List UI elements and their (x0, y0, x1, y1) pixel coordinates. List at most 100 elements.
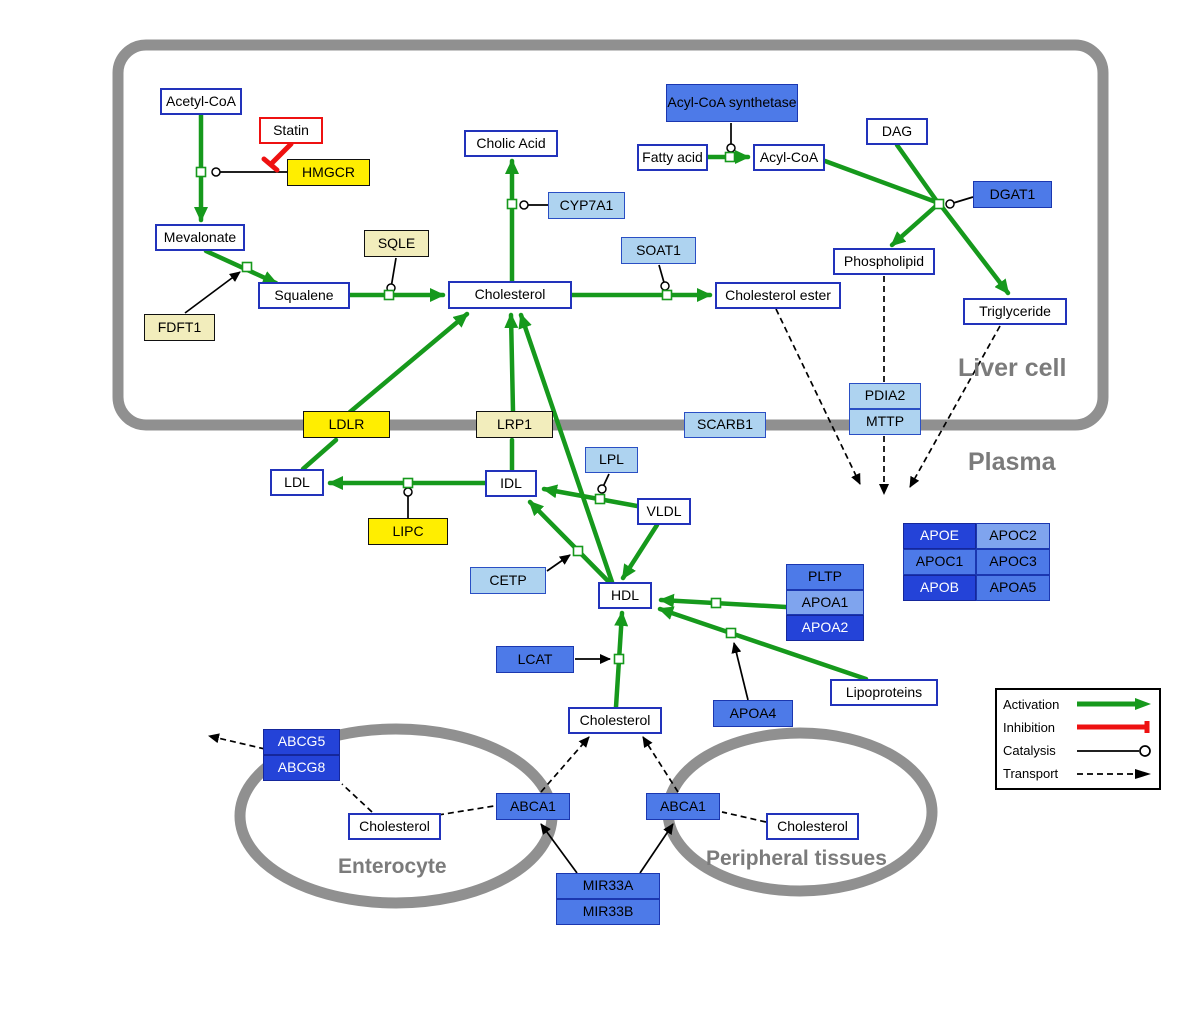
enterocyte-label: Enterocyte (338, 855, 447, 878)
transport-arrow-icon (1077, 768, 1151, 779)
catalysis-lpl (597, 473, 610, 494)
node-lipoproteins[interactable]: Lipoproteins (830, 679, 938, 706)
node-apoe[interactable]: APOE (903, 523, 976, 549)
node-apoa1[interactable]: APOA1 (786, 590, 864, 615)
transport-cholesterol-to-abca1-left (437, 805, 495, 816)
node-pdia2[interactable]: PDIA2 (849, 383, 921, 409)
node-ldl[interactable]: LDL (270, 469, 324, 496)
node-idl[interactable]: IDL (485, 470, 537, 497)
node-abca1-peripheral[interactable]: ABCA1 (646, 793, 720, 820)
node-cholesterol-ester[interactable]: Cholesterol ester (715, 282, 841, 309)
catalysis-edges (184, 123, 974, 874)
node-cetp[interactable]: CETP (470, 567, 546, 594)
activation-mevalonate-squalene (203, 248, 279, 286)
node-apoc1[interactable]: APOC1 (903, 549, 976, 575)
catalysis-cetp (546, 554, 571, 572)
node-scarb1[interactable]: SCARB1 (684, 412, 766, 438)
activation-hdl-idl-cetp (527, 499, 611, 584)
regulation-mir33-abca1-right (639, 823, 674, 874)
node-cyp7a1[interactable]: CYP7A1 (548, 192, 625, 219)
node-hmgcr[interactable]: HMGCR (287, 159, 370, 186)
node-cholesterol-liver[interactable]: Cholesterol (448, 281, 572, 309)
activation-dgatnode-phospholipid (889, 203, 939, 248)
node-acyl-coa[interactable]: Acyl-CoA (753, 144, 825, 171)
node-lipc[interactable]: LIPC (368, 518, 448, 545)
node-lrp1[interactable]: LRP1 (476, 411, 553, 438)
node-acetyl-coa[interactable]: Acetyl-CoA (160, 88, 242, 115)
node-fatty-acid[interactable]: Fatty acid (637, 144, 708, 171)
node-hdl[interactable]: HDL (598, 582, 652, 609)
node-mevalonate[interactable]: Mevalonate (155, 224, 245, 251)
transport-edges (208, 276, 1001, 823)
node-apoa5[interactable]: APOA5 (976, 575, 1050, 601)
node-abcg8[interactable]: ABCG8 (263, 755, 340, 781)
node-triglyceride[interactable]: Triglyceride (963, 298, 1067, 325)
activation-hdl-cholesterol (518, 312, 615, 585)
node-phospholipid[interactable]: Phospholipid (833, 248, 935, 275)
node-sqle[interactable]: SQLE (364, 230, 429, 257)
legend-activation-label: Activation (1003, 696, 1060, 712)
node-acyl-coa-synthetase[interactable]: Acyl-CoA synthetase (666, 84, 798, 122)
transport-abcg5-out (208, 733, 266, 750)
liver-cell-membrane (112, 39, 1109, 431)
activation-ldl-ldlr (300, 437, 339, 472)
legend: Activation Inhibition Catalysis Transpor… (995, 688, 1161, 790)
legend-inhibition-row: Inhibition (1003, 717, 1153, 737)
activation-lipoproteins-hdl (657, 606, 869, 682)
catalysis-soat1 (658, 264, 670, 291)
node-apoa4[interactable]: APOA4 (713, 700, 793, 727)
activation-ldlr-cholesterol (347, 311, 470, 415)
node-ldlr[interactable]: LDLR (303, 411, 390, 438)
node-mir33b[interactable]: MIR33B (556, 899, 660, 925)
activation-edges (194, 112, 1011, 710)
inhibition-edges (261, 141, 294, 173)
regulation-mir33-abca1-left (540, 823, 578, 874)
node-mir33a[interactable]: MIR33A (556, 873, 660, 899)
node-lpl[interactable]: LPL (585, 447, 638, 473)
node-apob[interactable]: APOB (903, 575, 976, 601)
node-dag[interactable]: DAG (866, 118, 928, 145)
catalysis-dgat1 (945, 196, 974, 209)
legend-catalysis-label: Catalysis (1003, 743, 1056, 759)
node-soat1[interactable]: SOAT1 (621, 237, 696, 264)
legend-inhibition-label: Inhibition (1003, 719, 1056, 735)
node-pltp[interactable]: PLTP (786, 564, 864, 590)
transport-cholesterol-to-abca1-right (721, 811, 767, 823)
node-apoc3[interactable]: APOC3 (976, 549, 1050, 575)
legend-catalysis-row: Catalysis (1003, 741, 1153, 761)
catalysis-apoa4 (731, 642, 749, 701)
node-cholesterol-peripheral[interactable]: Cholesterol (766, 813, 859, 840)
node-lcat[interactable]: LCAT (496, 646, 574, 673)
node-cholesterol-plasma[interactable]: Cholesterol (568, 707, 662, 734)
inhibition-tee-icon (1077, 721, 1150, 734)
node-vldl[interactable]: VLDL (637, 498, 691, 525)
node-mttp[interactable]: MTTP (849, 409, 921, 435)
inhibition-statin-tee (261, 156, 280, 173)
node-cholesterol-enterocyte[interactable]: Cholesterol (348, 813, 441, 840)
transport-triglyceride-to-plasma (909, 325, 1001, 488)
catalysis-circle-icon (1077, 744, 1151, 757)
node-abca1-enterocyte[interactable]: ABCA1 (496, 793, 570, 820)
peripheral-tissues-label: Peripheral tissues (706, 847, 887, 870)
activation-acylcoa-dgatnode (822, 158, 939, 205)
liver-cell-label: Liver cell (958, 354, 1067, 382)
node-apoc2[interactable]: APOC2 (976, 523, 1050, 549)
node-squalene[interactable]: Squalene (258, 282, 350, 309)
node-abcg5[interactable]: ABCG5 (263, 729, 340, 755)
legend-activation-row: Activation (1003, 694, 1153, 714)
node-cholic-acid[interactable]: Cholic Acid (464, 130, 558, 157)
reaction-nodes (195, 151, 945, 665)
activation-vldl-hdl (620, 522, 660, 581)
legend-transport-row: Transport (1003, 764, 1153, 784)
activation-dgatnode-triglyceride (939, 204, 1011, 296)
activation-lrp1-cholesterol (504, 312, 519, 414)
activation-dag-dgatnode (894, 142, 939, 203)
node-statin[interactable]: Statin (259, 117, 323, 144)
node-fdft1[interactable]: FDFT1 (144, 314, 215, 341)
catalysis-sqle (386, 257, 397, 293)
node-apoa2[interactable]: APOA2 (786, 615, 864, 641)
node-dgat1[interactable]: DGAT1 (973, 181, 1052, 208)
inhibition-statin-hmgcr (268, 141, 294, 167)
